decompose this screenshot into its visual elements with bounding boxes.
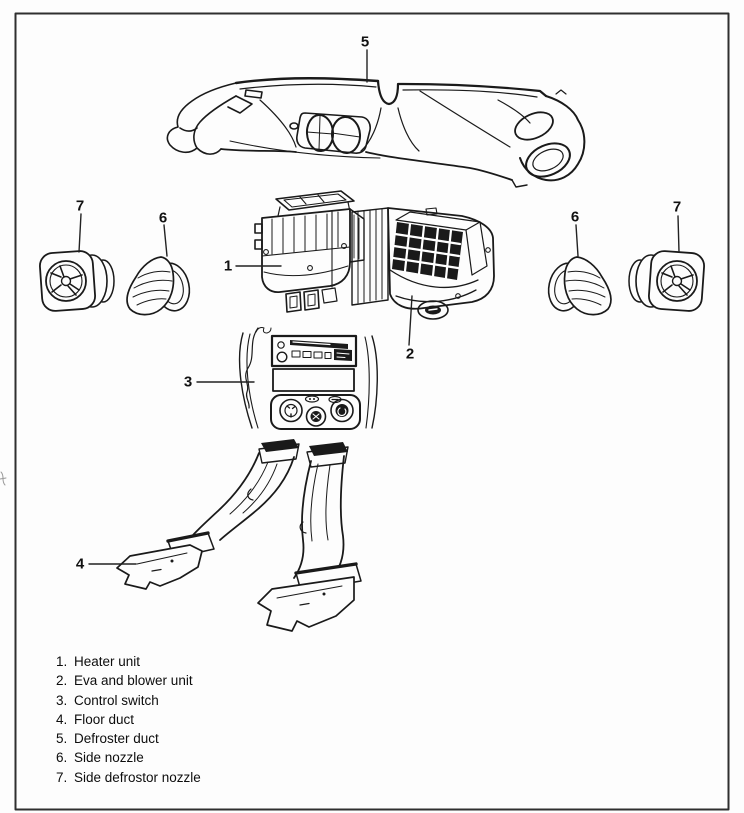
legend-item-floor-duct: 4. Floor duct xyxy=(56,712,201,731)
callout-number-control-switch: 3 xyxy=(183,373,193,391)
legend-item-control-switch: 3. Control switch xyxy=(56,693,201,712)
legend-label: Eva and blower unit xyxy=(74,673,193,689)
callout-number-eva-blower-unit: 2 xyxy=(405,345,415,363)
legend-number: 5. xyxy=(56,731,68,747)
side-nozzle-left-drawing xyxy=(126,256,191,316)
callout-leader-lines xyxy=(78,49,680,565)
heater-unit-drawing xyxy=(254,190,365,313)
legend-number: 4. xyxy=(56,711,68,727)
legend-item-heater-unit: 1. Heater unit xyxy=(56,654,201,673)
legend-number: 1. xyxy=(56,654,68,669)
callout-number-defroster-duct: 5 xyxy=(360,33,370,51)
callout-number-side-nozzle-right: 6 xyxy=(570,208,580,226)
control-switch-drawing xyxy=(238,327,378,430)
legend-number: 7. xyxy=(56,769,68,785)
legend-item-side-nozzle: 6. Side nozzle xyxy=(56,750,201,769)
floor-duct-drawing xyxy=(116,439,362,632)
page-edge-mark xyxy=(0,471,7,486)
parts-legend: 1. Heater unit 2. Eva and blower unit 3.… xyxy=(56,654,201,789)
defroster-duct-drawing xyxy=(166,77,586,188)
callout-number-side-defrostor-right: 7 xyxy=(672,198,682,216)
side-defrostor-nozzle-right-drawing xyxy=(628,250,705,312)
legend-label: Side nozzle xyxy=(74,750,144,766)
legend-label: Floor duct xyxy=(74,711,135,727)
callout-number-side-nozzle-left: 6 xyxy=(158,209,168,227)
legend-label: Defroster duct xyxy=(74,731,159,747)
legend-item-side-defrostor-nozzle: 7. Side defrostor nozzle xyxy=(56,770,201,789)
diagram-border xyxy=(14,12,730,811)
legend-number: 3. xyxy=(56,692,68,708)
side-defrostor-nozzle-left-drawing xyxy=(39,250,115,312)
legend-label: Control switch xyxy=(74,692,159,708)
legend-item-defroster-duct: 5. Defroster duct xyxy=(56,731,201,750)
legend-number: 2. xyxy=(56,673,68,689)
callout-number-floor-duct: 4 xyxy=(75,555,85,573)
eva-and-blower-unit-drawing xyxy=(351,207,495,320)
callout-number-heater-unit: 1 xyxy=(223,257,233,275)
side-nozzle-right-drawing xyxy=(547,256,612,316)
legend-label: Heater unit xyxy=(74,654,141,669)
legend-number: 6. xyxy=(56,750,68,766)
legend-label: Side defrostor nozzle xyxy=(74,769,201,785)
legend-item-eva-blower-unit: 2. Eva and blower unit xyxy=(56,673,201,692)
callout-number-side-defrostor-left: 7 xyxy=(75,197,85,215)
